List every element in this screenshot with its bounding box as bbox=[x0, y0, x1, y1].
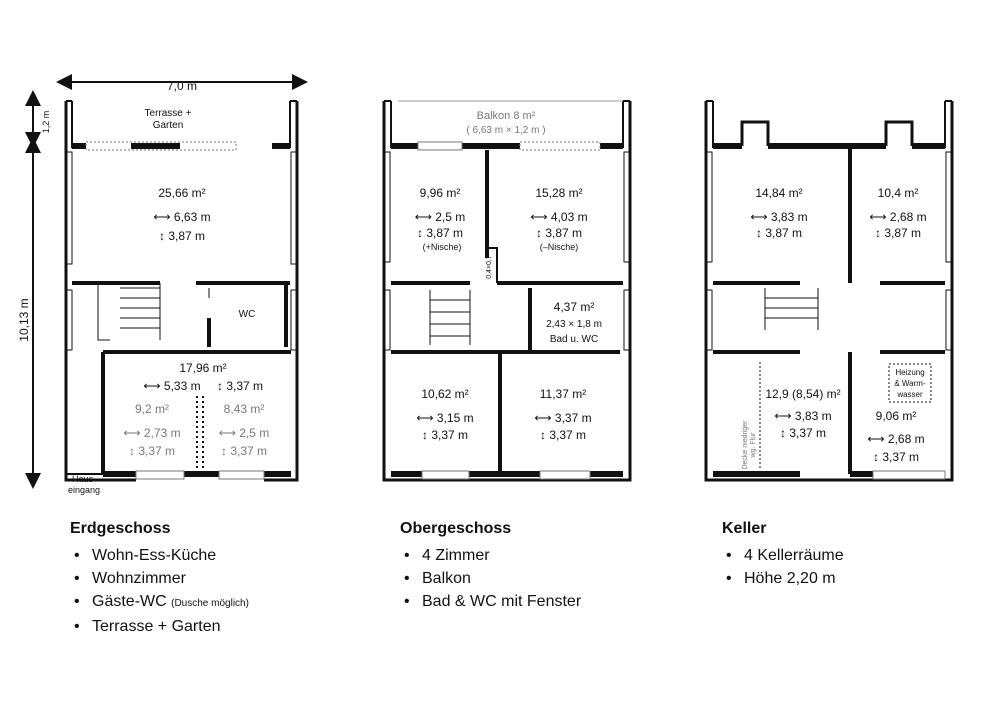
bad-label: Bad u. WC bbox=[550, 334, 598, 345]
depth-label: 10,13 m bbox=[17, 298, 31, 341]
terrace-label-2: Garten bbox=[153, 120, 184, 131]
og-tl-height: ↕ 3,87 m bbox=[417, 226, 463, 240]
kg-tl-height: ↕ 3,87 m bbox=[756, 226, 802, 240]
ceiling-note-2: wg. Flur bbox=[750, 432, 757, 459]
heizung-label: Heizung bbox=[895, 368, 924, 377]
obergeschoss-plan bbox=[382, 100, 632, 482]
legend-kg-title: Keller bbox=[722, 520, 767, 537]
kg-tl-width: ⟷ 3,83 m bbox=[750, 210, 807, 224]
og-tr-note: (–Nische) bbox=[540, 242, 579, 252]
niche-label: 0,4×0,7 bbox=[486, 255, 493, 279]
eg-entrance-height: ↕ 3,37 m bbox=[217, 379, 263, 393]
entrance-label-2: eingang bbox=[68, 485, 100, 495]
og-bl-height: ↕ 3,37 m bbox=[422, 428, 468, 442]
legend-og-item: Balkon bbox=[404, 567, 581, 590]
eg-right-height: ↕ 3,37 m bbox=[221, 444, 267, 458]
kg-br-height: ↕ 3,37 m bbox=[873, 450, 919, 464]
eg-left-width: ⟷ 2,73 m bbox=[123, 426, 180, 440]
og-tr-area: 15,28 m² bbox=[535, 186, 582, 200]
eg-left-area: 9,2 m² bbox=[135, 402, 169, 416]
og-tr-width: ⟷ 4,03 m bbox=[530, 210, 587, 224]
eg-main-width: ⟷ 6,63 m bbox=[153, 210, 210, 224]
heizung-label-3: wasser bbox=[896, 390, 923, 399]
legend-erdgeschoss: Erdgeschoss Wohn-Ess-Küche Wohnzimmer Gä… bbox=[70, 520, 249, 638]
legend-eg-wc-note: (Dusche möglich) bbox=[171, 598, 249, 609]
kg-bl-width: ⟷ 3,83 m bbox=[774, 409, 831, 423]
legend-eg-wc-label: Gäste-WC bbox=[92, 593, 167, 610]
erdgeschoss-plan bbox=[25, 74, 308, 489]
balkon-dims: ( 6,63 m × 1,2 m ) bbox=[466, 125, 545, 136]
heizung-label-2: & Warm- bbox=[894, 379, 926, 388]
bad-dims: 2,43 × 1,8 m bbox=[546, 319, 602, 330]
terrace-depth-label: 1,2 m bbox=[41, 111, 51, 134]
legend-og-title: Obergeschoss bbox=[400, 520, 512, 537]
legend-obergeschoss: Obergeschoss 4 Zimmer Balkon Bad & WC mi… bbox=[400, 520, 581, 613]
eg-main-area: 25,66 m² bbox=[158, 186, 205, 200]
og-br-area: 11,37 m² bbox=[540, 387, 586, 401]
legend-eg-title: Erdgeschoss bbox=[70, 520, 171, 537]
og-br-width: ⟷ 3,37 m bbox=[534, 411, 591, 425]
width-label: 7,0 m bbox=[167, 79, 197, 93]
og-bl-width: ⟷ 3,15 m bbox=[416, 411, 473, 425]
kg-bl-area: 12,9 (8,54) m² bbox=[765, 387, 840, 401]
keller-plan bbox=[704, 100, 954, 482]
eg-right-area: 8,43 m² bbox=[224, 402, 265, 416]
legend-kg-item: Höhe 2,20 m bbox=[726, 567, 844, 590]
eg-main-height: ↕ 3,87 m bbox=[159, 229, 205, 243]
legend-og-item: Bad & WC mit Fenster bbox=[404, 590, 581, 613]
entrance-label: Haus- bbox=[72, 474, 96, 484]
og-tl-note: (+Nische) bbox=[423, 242, 462, 252]
og-tl-area: 9,96 m² bbox=[420, 186, 461, 200]
kg-bl-height: ↕ 3,37 m bbox=[780, 426, 826, 440]
terrace-label: Terrasse + bbox=[145, 108, 192, 119]
eg-wc-label: WC bbox=[239, 309, 256, 320]
eg-right-width: ⟷ 2,5 m bbox=[219, 426, 270, 440]
eg-entrance-area: 17,96 m² bbox=[179, 361, 226, 375]
kg-br-width: ⟷ 2,68 m bbox=[867, 432, 924, 446]
og-tr-height: ↕ 3,87 m bbox=[536, 226, 582, 240]
legend-kg-item: 4 Kellerräume bbox=[726, 544, 844, 567]
legend-og-item: 4 Zimmer bbox=[404, 544, 581, 567]
ceiling-note: Decke niedriger bbox=[742, 420, 749, 470]
kg-tr-height: ↕ 3,87 m bbox=[875, 226, 921, 240]
kg-br-area: 9,06 m² bbox=[876, 409, 917, 423]
legend-eg-item: Wohnzimmer bbox=[74, 567, 249, 590]
kg-tr-area: 10,4 m² bbox=[878, 186, 919, 200]
eg-left-height: ↕ 3,37 m bbox=[129, 444, 175, 458]
og-br-height: ↕ 3,37 m bbox=[540, 428, 586, 442]
legend-eg-item: Wohn-Ess-Küche bbox=[74, 544, 249, 567]
legend-eg-item: Gäste-WC (Dusche möglich) bbox=[74, 590, 249, 615]
bad-area: 4,37 m² bbox=[554, 300, 595, 314]
kg-tl-area: 14,84 m² bbox=[755, 186, 802, 200]
eg-entrance-width: ⟷ 5,33 m bbox=[143, 379, 200, 393]
balkon-label: Balkon 8 m² bbox=[477, 110, 536, 122]
og-bl-area: 10,62 m² bbox=[421, 387, 468, 401]
kg-tr-width: ⟷ 2,68 m bbox=[869, 210, 926, 224]
legend-keller: Keller 4 Kellerräume Höhe 2,20 m bbox=[722, 520, 844, 590]
og-tl-width: ⟷ 2,5 m bbox=[415, 210, 466, 224]
legend-eg-item: Terrasse + Garten bbox=[74, 615, 249, 638]
